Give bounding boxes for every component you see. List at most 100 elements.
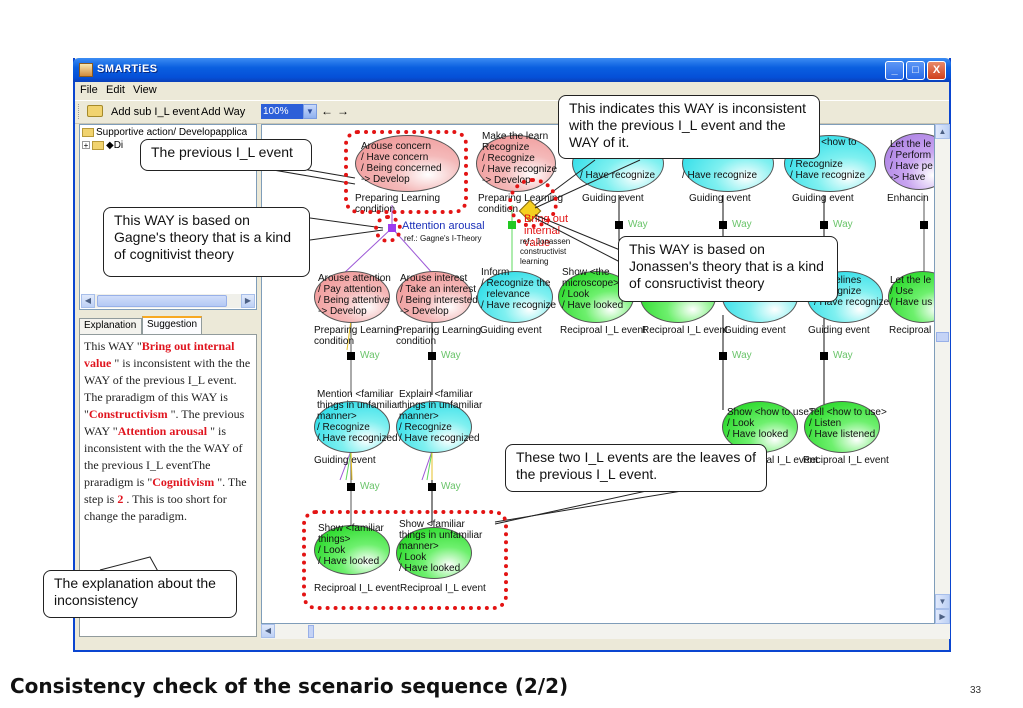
event-node-tell-how-to-use[interactable] xyxy=(804,401,880,453)
node-label: Show <how to use> / Look / Have looked xyxy=(727,407,815,440)
highlight-way: Bring out internal value xyxy=(84,339,235,370)
node-label: Make the learn Recognize / Recognize / H… xyxy=(482,131,558,186)
node-type: Reciproal I_L event xyxy=(400,583,486,594)
event-node-show-familiar-unfamiliar[interactable] xyxy=(396,527,472,579)
way-marker[interactable] xyxy=(920,221,928,229)
node-type: Guiding event xyxy=(314,455,376,466)
scroll-right-icon[interactable]: ▶ xyxy=(241,294,255,308)
event-node-inform-relevance[interactable] xyxy=(477,271,553,323)
add-way-button[interactable]: Add Way xyxy=(201,106,246,118)
back-arrow-button[interactable]: ← xyxy=(321,104,333,118)
scroll-thumb[interactable] xyxy=(308,625,314,638)
vertical-scrollbar[interactable]: ▲ ▼ ▶ xyxy=(935,124,950,624)
way-reference: ref.: Gagne's I-Theory xyxy=(404,234,482,243)
event-node-explain-familiar[interactable] xyxy=(396,401,472,453)
event-node-mention-familiar[interactable] xyxy=(314,401,390,453)
node-label: Explain <familiar things in unfamiliar m… xyxy=(399,389,483,444)
node-label: / Have recognize xyxy=(682,170,758,181)
way-marker[interactable] xyxy=(719,221,727,229)
node-type: Reciproal I_L event xyxy=(642,325,728,336)
highlight-previous-paradigm: Cognitivism xyxy=(152,475,215,489)
way-marker[interactable] xyxy=(719,352,727,360)
tree-item-label: Supportive action/ Developapplica xyxy=(96,127,248,138)
way-label[interactable]: Way xyxy=(732,350,752,361)
callout-leaf-events: These two I_L events are the leaves of t… xyxy=(505,444,767,492)
scroll-up-icon[interactable]: ▲ xyxy=(935,124,950,139)
callout-inconsistency-indicator: This indicates this WAY is inconsistent … xyxy=(558,95,820,159)
expand-icon[interactable]: + xyxy=(82,141,90,151)
tree-item-child[interactable]: + ◆Di xyxy=(82,140,123,151)
scroll-thumb[interactable] xyxy=(936,332,949,342)
scroll-left-icon[interactable]: ◀ xyxy=(261,624,275,638)
event-node-arouse-attention[interactable] xyxy=(314,271,390,323)
tab-explanation[interactable]: Explanation xyxy=(79,318,142,334)
way-label[interactable]: Way xyxy=(628,219,648,230)
node-type: Guiding event xyxy=(808,325,870,336)
way-marker[interactable] xyxy=(820,221,828,229)
way-marker[interactable] xyxy=(820,352,828,360)
tree-item-label: ◆Di xyxy=(106,140,124,151)
text: " is inconsistent with the the WAY of th… xyxy=(84,424,243,489)
forward-arrow-button[interactable]: → xyxy=(337,104,349,118)
chevron-down-icon[interactable]: ▼ xyxy=(303,104,317,119)
node-label: Let the le / Use / Have us xyxy=(890,275,933,308)
node-label: Let the le / Perform / Have pe -> Have xyxy=(890,139,933,183)
scroll-left-icon[interactable]: ◀ xyxy=(81,294,95,308)
scroll-thumb[interactable] xyxy=(97,295,227,307)
add-sub-event-button[interactable]: Add sub I_L event xyxy=(111,106,200,118)
node-type: Reciproal xyxy=(889,325,932,336)
way-label[interactable]: Way xyxy=(360,481,380,492)
app-icon xyxy=(79,63,93,77)
tree-item-root[interactable]: Supportive action/ Developapplica xyxy=(82,127,247,138)
tab-suggestion[interactable]: Suggestion xyxy=(142,316,202,334)
event-node-arouse-interest[interactable] xyxy=(396,271,472,323)
way-label[interactable]: Way xyxy=(833,219,853,230)
highlight-step: 2 xyxy=(117,492,124,506)
way-label-attention-arousal[interactable]: Attention arousal xyxy=(402,220,485,232)
node-type: Guiding event xyxy=(689,193,751,204)
way-label[interactable]: Way xyxy=(441,481,461,492)
node-label: Arouse attention / Pay attention / Being… xyxy=(318,273,391,317)
callout-jonassen-theory: This WAY is based on Jonassen's theory t… xyxy=(618,236,838,302)
node-label: Show <familiar things in unfamiliar mann… xyxy=(399,519,483,574)
zoom-select[interactable]: 100% xyxy=(261,104,303,119)
node-type: Guiding event xyxy=(480,325,542,336)
callout-explanation: The explanation about the inconsistency xyxy=(43,570,237,618)
node-type: Preparing Learning condition xyxy=(396,325,482,347)
toolbar-grip[interactable] xyxy=(78,104,82,119)
menu-file[interactable]: File xyxy=(80,84,98,96)
horizontal-scrollbar[interactable]: ◀ xyxy=(261,624,950,639)
scenario-diagram-canvas[interactable]: Arouse concern / Have concern / Being co… xyxy=(261,124,935,624)
scroll-down-icon[interactable]: ▼ xyxy=(935,594,950,609)
way-marker[interactable] xyxy=(615,221,623,229)
way-label[interactable]: Way xyxy=(360,350,380,361)
open-folder-icon[interactable] xyxy=(87,105,103,117)
way-marker[interactable] xyxy=(428,483,436,491)
way-label[interactable]: Way xyxy=(441,350,461,361)
way-marker[interactable] xyxy=(428,352,436,360)
menu-edit[interactable]: Edit xyxy=(106,84,125,96)
maximize-button[interactable]: □ xyxy=(906,61,925,80)
horizontal-scrollbar[interactable]: ◀ ▶ xyxy=(81,294,255,308)
highlight-bring-out-way xyxy=(508,178,558,228)
text: This WAY " xyxy=(84,339,142,353)
text: ". The previous WAY " xyxy=(84,407,245,438)
way-marker[interactable] xyxy=(347,483,355,491)
callout-previous-event: The previous I_L event xyxy=(140,139,312,171)
way-marker[interactable] xyxy=(347,352,355,360)
highlight-attention-way xyxy=(374,215,402,243)
highlight-leaf-events xyxy=(302,510,508,610)
way-label[interactable]: Way xyxy=(833,350,853,361)
callout-gagne-theory: This WAY is based on Gagne's theory that… xyxy=(103,207,310,277)
way-marker-bring-out[interactable] xyxy=(508,221,516,229)
minimize-button[interactable]: _ xyxy=(885,61,904,80)
highlight-paradigm: Constructivism xyxy=(88,407,168,421)
scroll-right-icon[interactable]: ▶ xyxy=(935,609,950,624)
node-label: Arouse concern / Have concern / Being co… xyxy=(361,141,442,185)
event-node-arouse-concern[interactable] xyxy=(355,135,460,192)
close-button[interactable]: X xyxy=(927,61,946,80)
menu-view[interactable]: View xyxy=(133,84,157,96)
event-node-show-familiar-things[interactable] xyxy=(314,525,390,575)
title-bar: SMARTiES _ □ X xyxy=(73,58,951,82)
way-label[interactable]: Way xyxy=(732,219,752,230)
